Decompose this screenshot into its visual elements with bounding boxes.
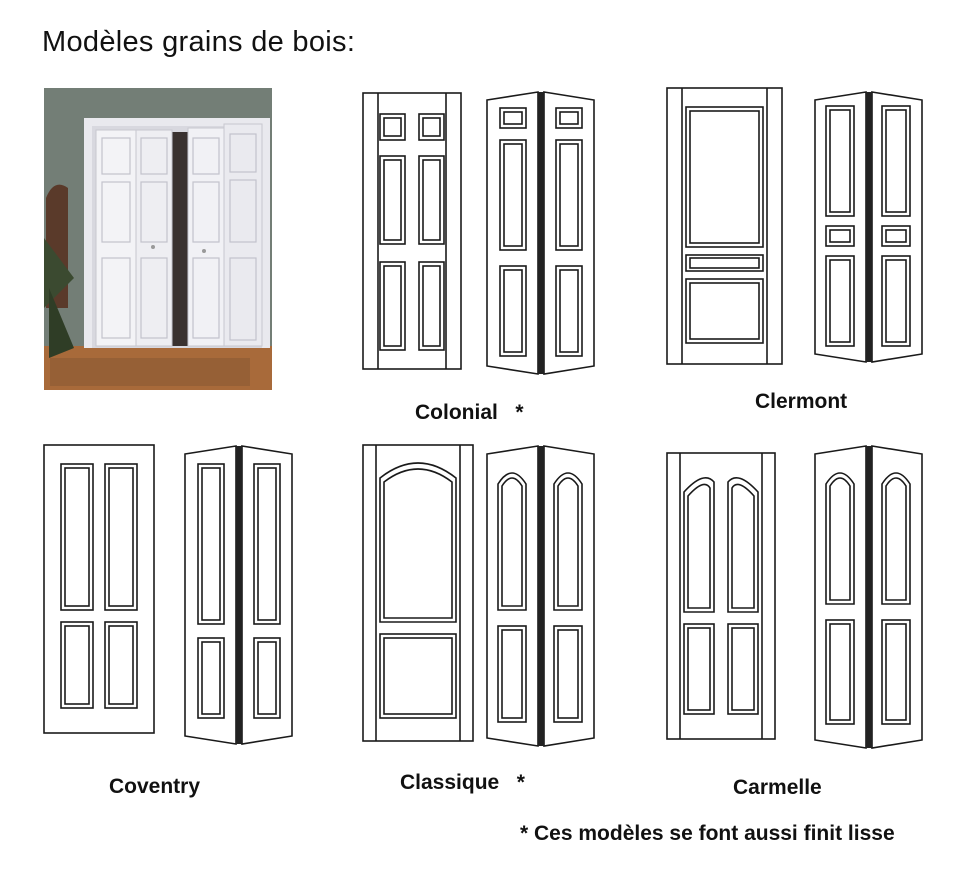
carmelle-slab-door [666,452,776,740]
clermont-bifold-door [814,91,923,363]
classique-slab-door [362,444,474,742]
closet-door-photo [44,88,272,390]
coventry-slab-door [43,444,155,734]
page-title: Modèles grains de bois: [42,26,356,58]
footnote: * Ces modèles se font aussi finit lisse [520,822,895,845]
model-label-colonial: Colonial * [415,401,524,424]
model-label-carmelle: Carmelle [733,776,822,799]
colonial-bifold-door [486,91,595,375]
carmelle-bifold-door [814,445,923,749]
model-label-classique: Classique * [400,771,525,794]
model-label-clermont: Clermont [755,390,848,413]
coventry-bifold-door [184,445,293,745]
colonial-slab-door [362,92,462,370]
clermont-slab-door [666,87,783,365]
classique-bifold-door [486,445,595,747]
model-label-coventry: Coventry [109,775,201,798]
